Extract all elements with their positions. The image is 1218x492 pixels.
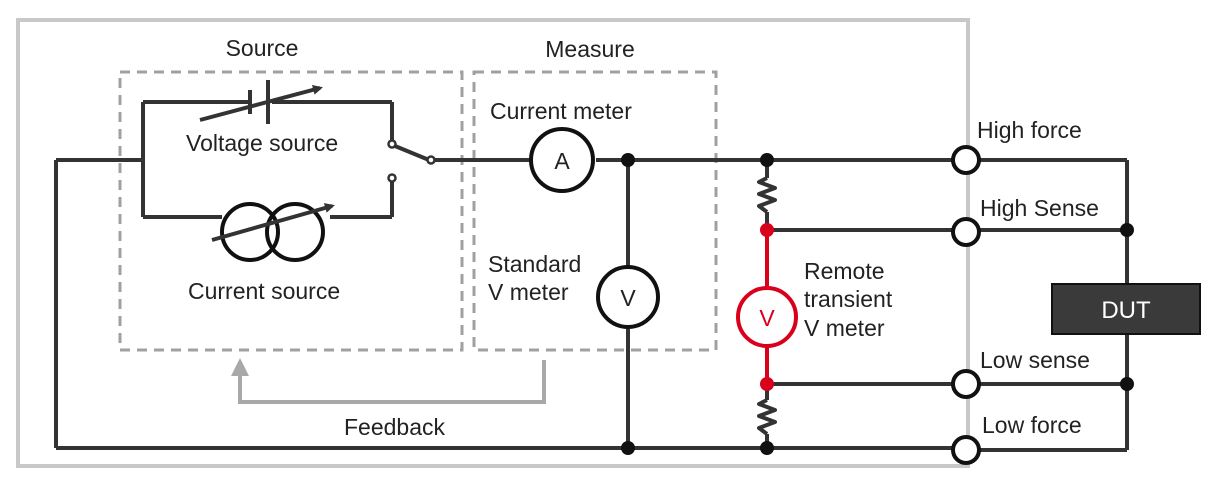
- dut-box: [1051, 283, 1201, 335]
- switch-contact-top: [387, 139, 397, 149]
- standard-v-meter-label-line2: V meter: [488, 279, 569, 305]
- voltage-source-battery: [199, 80, 323, 124]
- low-force-label: Low force: [982, 412, 1082, 438]
- remote-meter-label-line1: Remote: [804, 258, 885, 284]
- remote-v-meter: V: [736, 230, 798, 384]
- red-junction-low: [760, 377, 774, 391]
- standard-voltmeter: V: [596, 265, 660, 329]
- measure-label: Measure: [545, 36, 634, 62]
- output-terminals: [951, 145, 981, 465]
- low-sense-label: Low sense: [980, 347, 1090, 373]
- switch-pivot: [426, 155, 436, 165]
- main-wiring: [54, 158, 1129, 452]
- high-force-label: High force: [977, 117, 1082, 143]
- high-sense-label: High Sense: [980, 195, 1099, 221]
- source-wiring: [56, 100, 530, 219]
- voltmeter-symbol: V: [620, 285, 636, 311]
- feedback-label: Feedback: [344, 414, 446, 440]
- current-source-symbol: [211, 202, 335, 262]
- remote-meter-label-line2: transient: [804, 286, 893, 312]
- remote-meter-label-line3: V meter: [804, 315, 885, 341]
- feedback-arrowhead: [231, 358, 249, 376]
- terminal-high-sense: [951, 217, 981, 247]
- source-box: [118, 70, 464, 352]
- terminal-low-sense: [951, 369, 981, 399]
- voltage-source-label: Voltage source: [186, 130, 338, 156]
- ammeter: A: [529, 127, 595, 193]
- current-meter-label: Current meter: [490, 98, 632, 124]
- remote-voltmeter-symbol: V: [759, 305, 775, 331]
- terminal-low-force: [951, 435, 981, 465]
- instrument-frame: [16, 18, 970, 468]
- measure-box: [472, 70, 718, 352]
- resistor-low: [757, 398, 777, 436]
- dut-label: DUT: [1101, 297, 1151, 324]
- ammeter-symbol: A: [554, 148, 570, 174]
- switch-contact-bottom: [387, 173, 397, 183]
- resistor-high: [757, 176, 777, 214]
- feedback-arrow-line: [238, 360, 546, 404]
- standard-v-meter-label-line1: Standard: [488, 251, 581, 277]
- current-source-label: Current source: [188, 278, 340, 304]
- terminal-high-force: [951, 145, 981, 175]
- junction-dots: [621, 153, 1134, 455]
- red-junction-high: [760, 223, 774, 237]
- source-label: Source: [226, 35, 299, 61]
